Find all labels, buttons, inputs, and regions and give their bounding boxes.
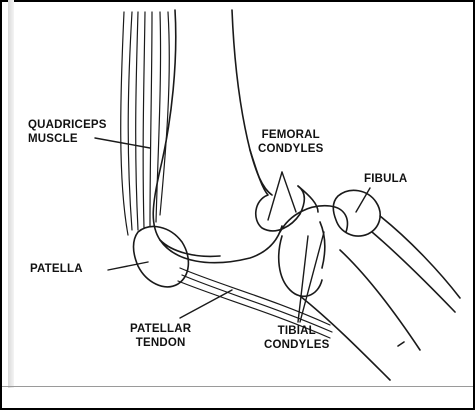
fibula [333,190,460,312]
label-tibial-condyles: TIBIAL CONDYLES [264,324,330,352]
label-femoral-condyles: FEMORAL CONDYLES [258,128,324,156]
quadriceps-muscle [121,12,170,235]
leader-femoral-2 [282,172,296,212]
leader-femoral-1 [268,172,282,220]
label-patella: PATELLA [30,262,83,276]
leader-patella [108,262,148,270]
label-patellar-tendon: PATELLAR TENDON [130,322,191,350]
label-quadriceps-muscle: QUADRICEPS MUSCLE [28,118,107,146]
leader-tendon [180,290,232,318]
stray-mark [398,342,404,346]
femur-shaft [153,10,272,256]
label-fibula: FIBULA [364,172,407,186]
